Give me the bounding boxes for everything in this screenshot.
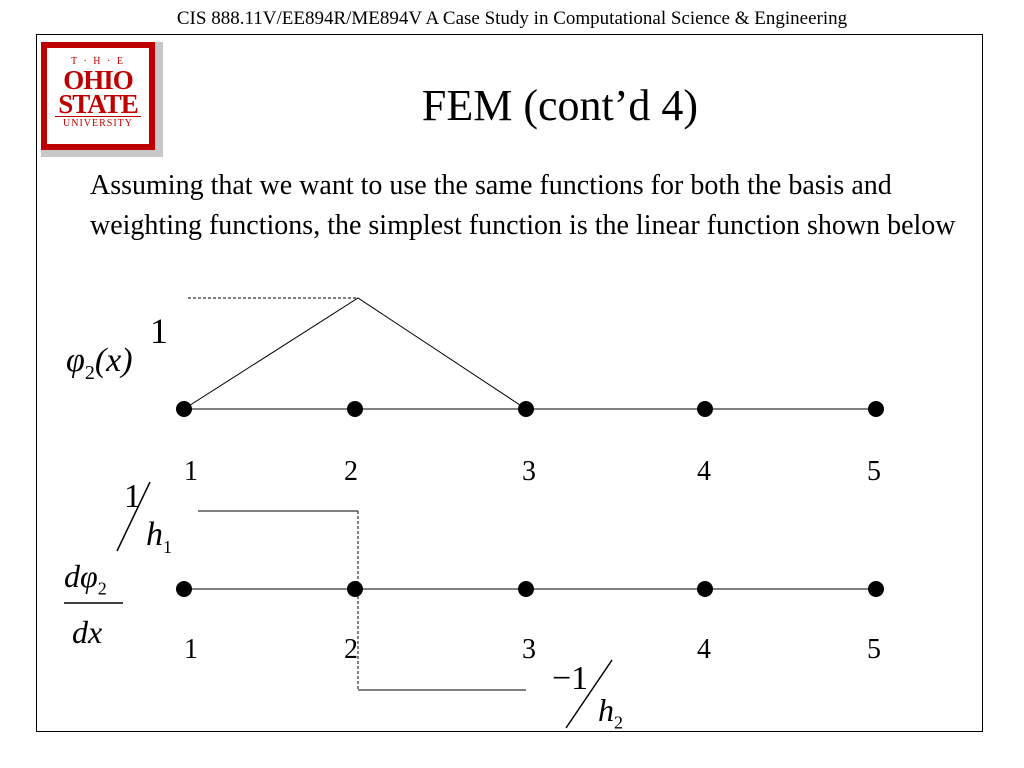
logo-state: STATE xyxy=(58,89,139,119)
slide-title: FEM (cont’d 4) xyxy=(421,81,699,130)
upper-value-denominator: h1 xyxy=(146,516,172,558)
slide-body-text: Assuming that we want to use the same fu… xyxy=(90,170,956,241)
node-label-3: 3 xyxy=(522,634,536,665)
peak-value-label: 1 xyxy=(150,311,168,351)
node-label-5: 5 xyxy=(867,456,881,487)
d-phi-subscript: 2 xyxy=(97,578,107,599)
node-label-3: 3 xyxy=(522,456,536,487)
logo-the: T · H · E xyxy=(71,56,125,67)
node-label-5: 5 xyxy=(867,634,881,665)
node-label-1: 1 xyxy=(184,634,198,665)
h2-subscript: 2 xyxy=(614,712,623,733)
h2-symbol: h xyxy=(598,692,614,728)
logo-background: T · H · E OHIO STATE UNIVERSITY xyxy=(41,42,155,150)
node-label-4: 4 xyxy=(697,456,711,487)
node-label-4: 4 xyxy=(697,634,711,665)
node-5-dot xyxy=(868,401,884,417)
logo-university: UNIVERSITY xyxy=(55,116,141,131)
node-1-dot xyxy=(176,581,192,597)
node-label-2: 2 xyxy=(344,634,358,665)
node-3-dot xyxy=(518,581,534,597)
node-label-1: 1 xyxy=(184,456,198,487)
upper-value-numerator: 1 xyxy=(124,478,141,515)
lower-value-numerator: −1 xyxy=(552,660,589,697)
derivative-numerator: dφ2 xyxy=(64,558,107,599)
university-logo: T · H · E OHIO STATE UNIVERSITY xyxy=(41,42,163,157)
derivative-denominator: dx xyxy=(72,614,103,650)
slide-frame xyxy=(36,34,983,732)
node-4-dot xyxy=(697,581,713,597)
node-2-dot xyxy=(347,401,363,417)
logo-card: T · H · E OHIO STATE UNIVERSITY xyxy=(46,47,150,145)
node-2-dot xyxy=(347,581,363,597)
h1-symbol: h xyxy=(146,516,163,553)
logo-ohio: OHIO xyxy=(63,65,134,95)
h1-subscript: 1 xyxy=(163,536,172,557)
course-header: CIS 888.11V/EE894R/ME894V A Case Study i… xyxy=(176,8,848,29)
phi-function-label: φ2(x) xyxy=(66,342,133,385)
phi-symbol: φ xyxy=(66,342,85,379)
node-5-dot xyxy=(868,581,884,597)
node-1-dot xyxy=(176,401,192,417)
node-4-dot xyxy=(697,401,713,417)
hat-function-line xyxy=(183,297,527,410)
upper-fraction-slash xyxy=(116,481,151,552)
d-phi-symbol: dφ xyxy=(64,558,98,594)
lower-value-denominator: h2 xyxy=(598,692,623,733)
node-3-dot xyxy=(518,401,534,417)
phi-argument: (x) xyxy=(94,342,133,379)
phi-subscript: 2 xyxy=(84,361,95,384)
lower-fraction-slash xyxy=(565,659,613,729)
node-label-2: 2 xyxy=(344,456,358,487)
